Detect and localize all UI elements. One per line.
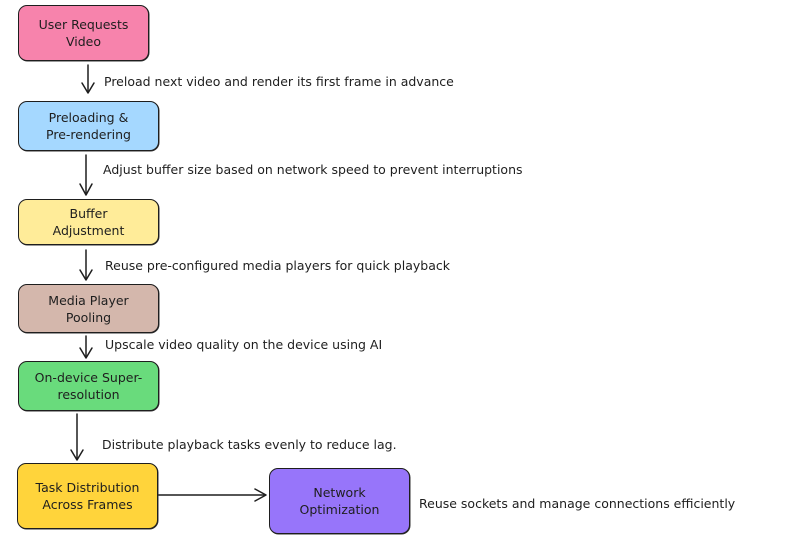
node-label: User Requests Video (38, 17, 129, 49)
arrow-task-to-network (157, 488, 267, 502)
node-media-player-pooling[interactable]: Media Player Pooling (18, 284, 159, 333)
arrow-buffer-to-media (79, 249, 93, 281)
node-task-distribution[interactable]: Task Distribution Across Frames (17, 463, 158, 529)
node-label: Preloading & Pre-rendering (46, 110, 131, 142)
arrow-user-to-preloading (81, 64, 95, 94)
arrow-superres-to-task (70, 413, 84, 461)
node-label: On-device Super-resolution (34, 370, 143, 402)
edge-label-task-distribution: Distribute playback tasks evenly to redu… (102, 437, 397, 452)
node-buffer-adjustment[interactable]: Buffer Adjustment (18, 199, 159, 245)
arrow-media-to-superres (79, 335, 93, 359)
node-label: Network Optimization (299, 485, 380, 517)
edge-label-buffer: Adjust buffer size based on network spee… (103, 162, 523, 177)
node-preloading[interactable]: Preloading & Pre-rendering (18, 101, 159, 151)
edge-label-preload: Preload next video and render its first … (104, 74, 454, 89)
edge-label-superres: Upscale video quality on the device usin… (105, 337, 383, 352)
network-note: Reuse sockets and manage connections eff… (419, 496, 736, 511)
edge-label-media-pooling: Reuse pre-configured media players for q… (105, 258, 450, 273)
node-label: Buffer Adjustment (52, 206, 125, 238)
node-super-resolution[interactable]: On-device Super-resolution (18, 361, 159, 411)
node-user-requests-video[interactable]: User Requests Video (18, 5, 149, 61)
node-label: Media Player Pooling (48, 292, 129, 325)
node-label: Task Distribution Across Frames (35, 480, 140, 512)
arrow-preloading-to-buffer (79, 154, 93, 196)
node-network-optimization[interactable]: Network Optimization (269, 468, 410, 534)
